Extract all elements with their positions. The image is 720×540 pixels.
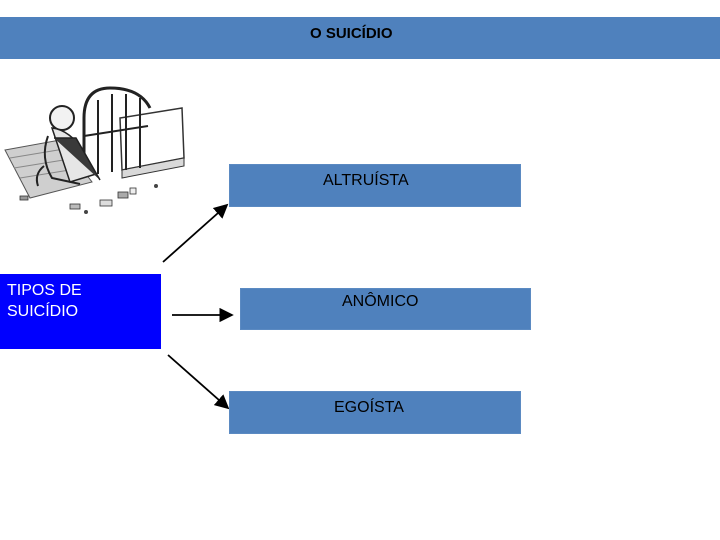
egoista-label: EGOÍSTA	[334, 399, 404, 416]
altruista-box: ALTRUÍSTA	[229, 164, 521, 207]
arrow-to-egoista	[167, 354, 230, 410]
page-title: O SUICÍDIO	[310, 25, 393, 42]
anomico-label: ANÔMICO	[342, 293, 419, 310]
title-bar	[0, 17, 720, 59]
egoista-box: EGOÍSTA	[229, 391, 521, 434]
person-sitting-by-bed-icon	[4, 86, 185, 214]
suicide-types-label: TIPOS DE SUICÍDIO	[7, 282, 82, 320]
altruista-label: ALTRUÍSTA	[323, 172, 409, 189]
suicide-types-box: TIPOS DE SUICÍDIO	[0, 274, 161, 349]
arrow-to-altruista	[162, 203, 229, 263]
anomico-box: ANÔMICO	[240, 288, 531, 330]
